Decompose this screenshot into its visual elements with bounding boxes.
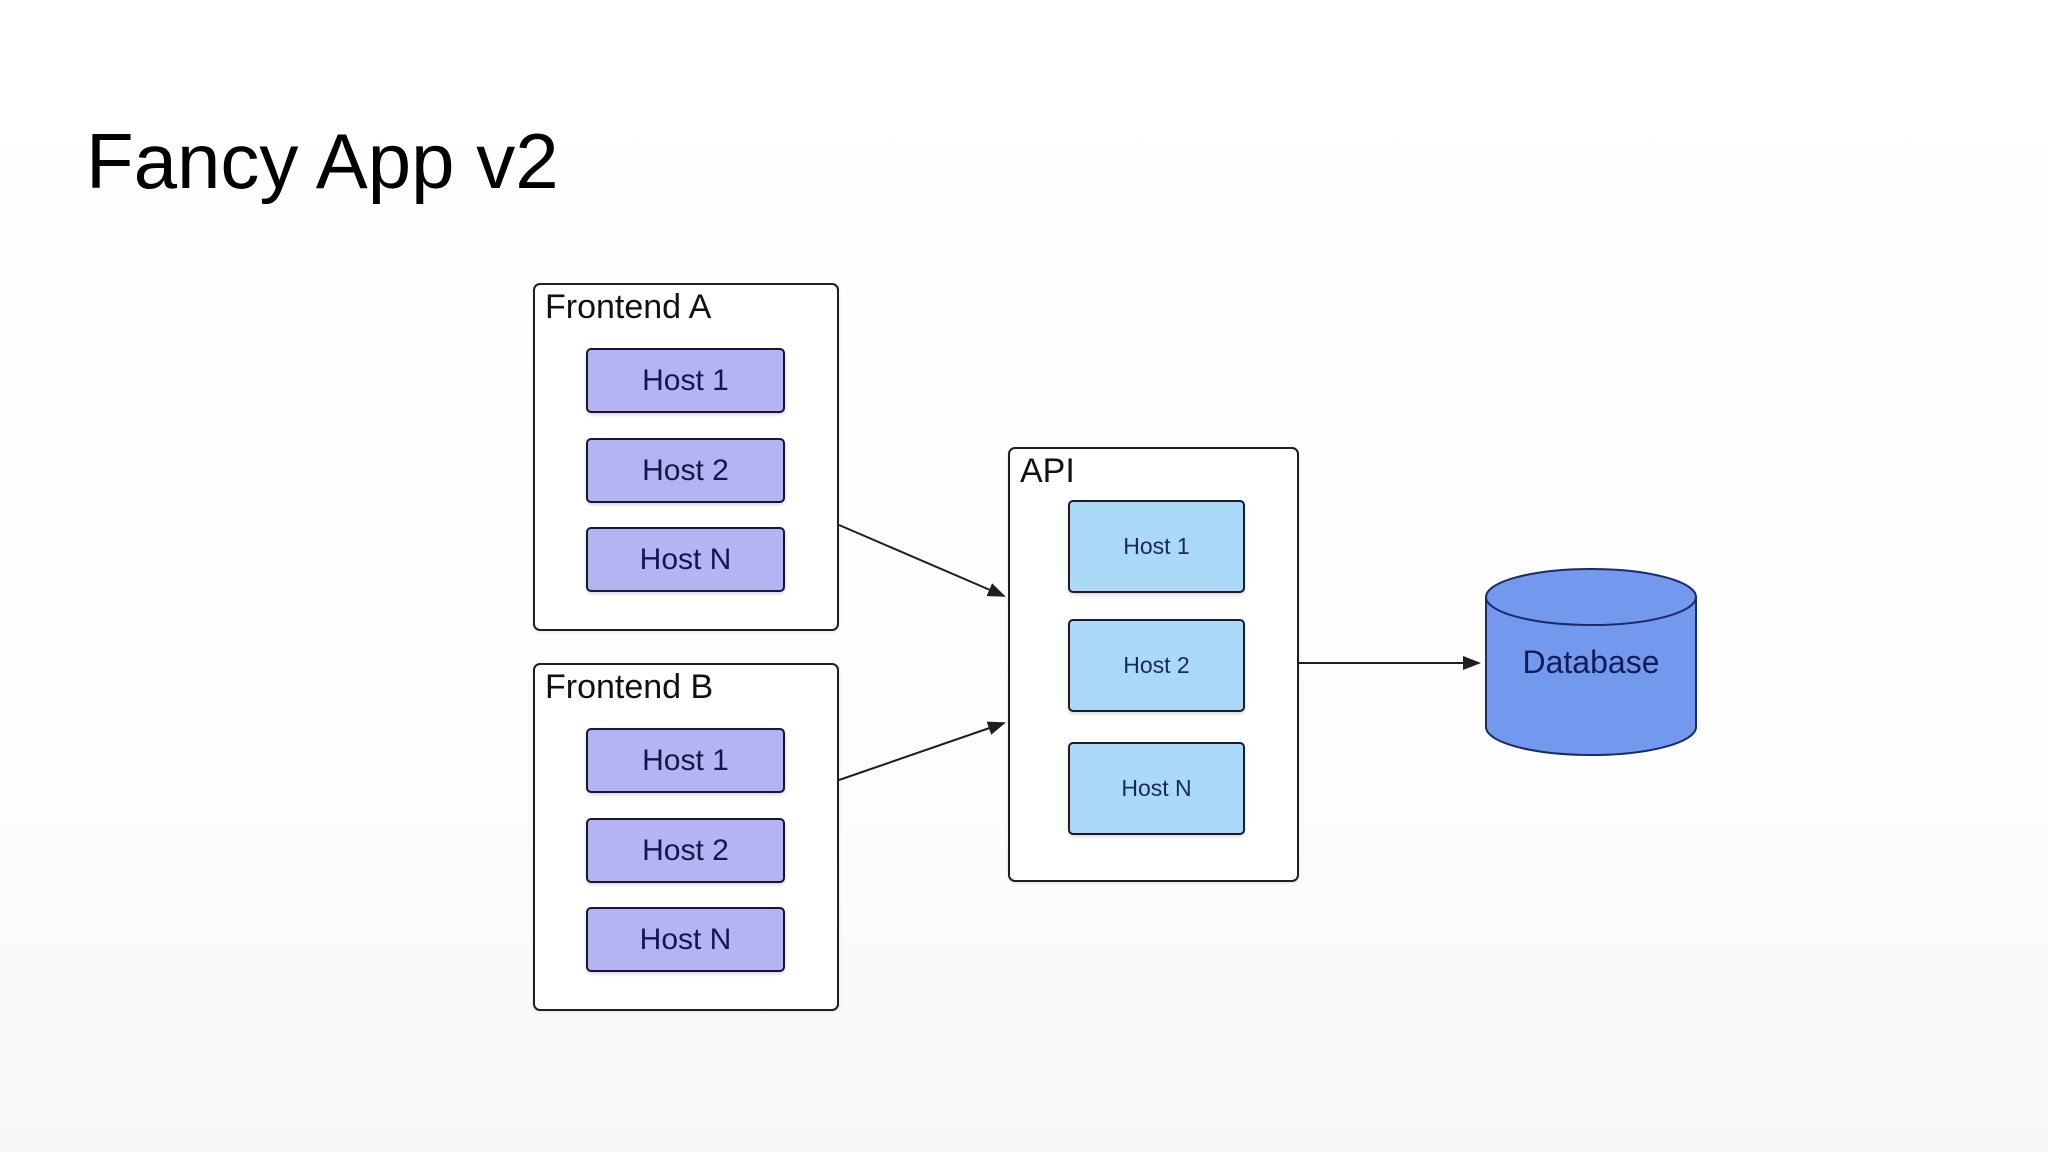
database-cylinder-body bbox=[1485, 597, 1697, 756]
group-frontend-b: Frontend B Host 1 Host 2 Host N bbox=[533, 663, 839, 1011]
database-cylinder-icon bbox=[1485, 568, 1697, 756]
group-frontend-a: Frontend A Host 1 Host 2 Host N bbox=[533, 283, 839, 631]
arrow-frontend-b-to-api bbox=[838, 721, 1006, 781]
frontend-b-host-1: Host 1 bbox=[586, 728, 785, 793]
group-frontend-b-label: Frontend B bbox=[545, 668, 714, 706]
frontend-b-host-n: Host N bbox=[586, 907, 785, 972]
api-host-n: Host N bbox=[1068, 742, 1245, 835]
frontend-a-host-n: Host N bbox=[586, 527, 785, 592]
database-node: Database bbox=[1484, 567, 1698, 757]
group-frontend-a-label: Frontend A bbox=[545, 288, 712, 326]
group-api: API Host 1 Host 2 Host N bbox=[1008, 447, 1299, 882]
database-label: Database bbox=[1522, 643, 1660, 680]
frontend-b-host-2: Host 2 bbox=[586, 818, 785, 883]
frontend-a-host-1: Host 1 bbox=[586, 348, 785, 413]
page-title: Fancy App v2 bbox=[86, 117, 559, 205]
api-host-1: Host 1 bbox=[1068, 500, 1245, 593]
api-host-2: Host 2 bbox=[1068, 619, 1245, 712]
database-cylinder-lid bbox=[1485, 568, 1697, 626]
frontend-a-host-2: Host 2 bbox=[586, 438, 785, 503]
arrow-frontend-a-to-api bbox=[838, 524, 1006, 597]
group-api-label: API bbox=[1020, 452, 1075, 490]
